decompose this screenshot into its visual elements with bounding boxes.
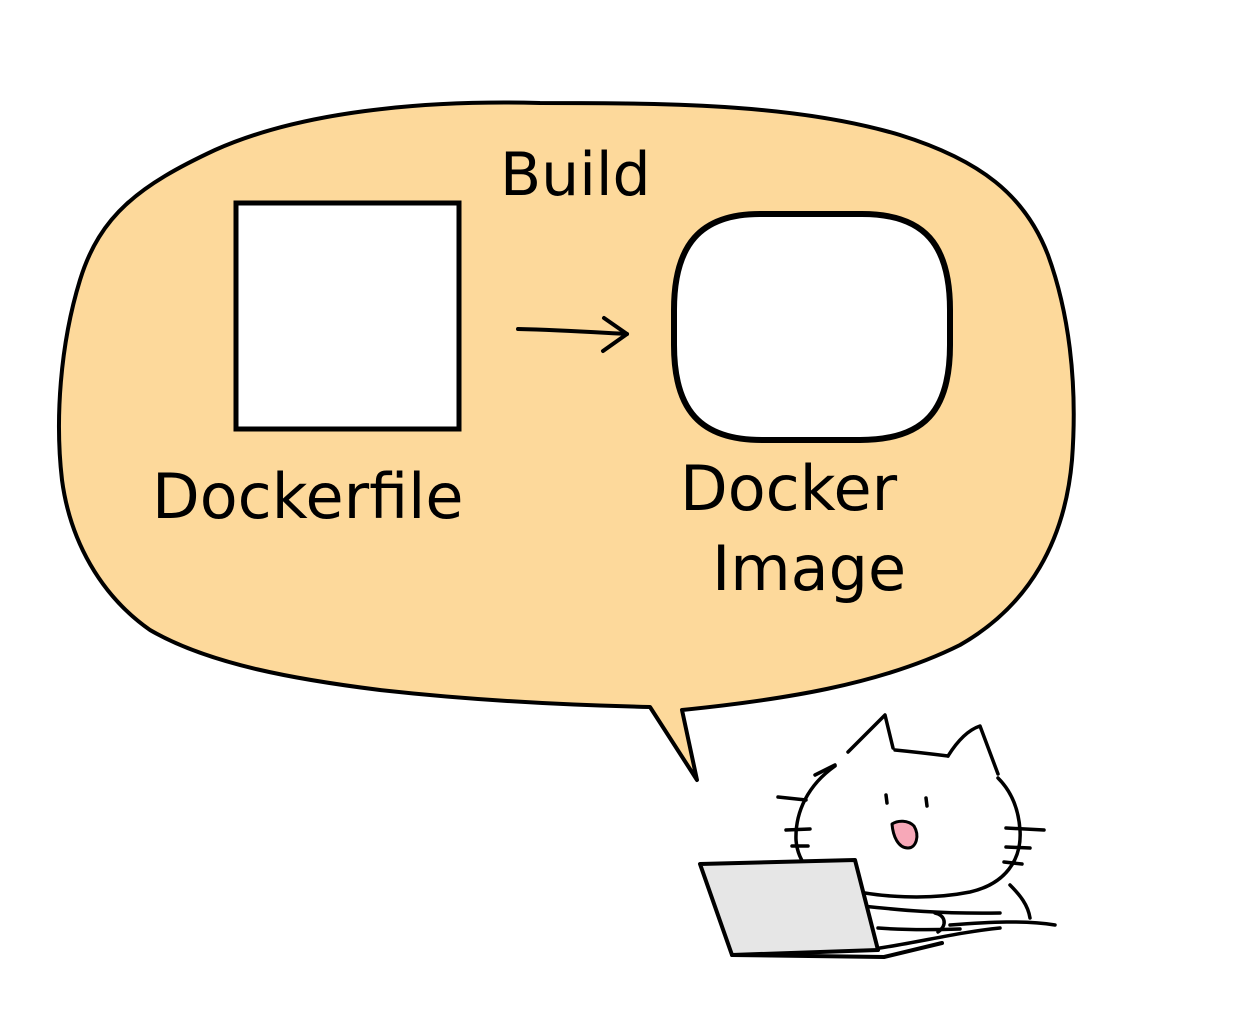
cat-left-eye — [884, 793, 889, 805]
cat-with-laptop-icon — [698, 713, 1057, 959]
cat-tongue — [890, 819, 919, 850]
cat-right-ear — [946, 724, 1000, 776]
laptop-base — [730, 941, 944, 959]
image-label: Image — [712, 532, 906, 605]
docker-image-box — [671, 211, 953, 443]
cat-left-ear — [846, 713, 895, 754]
dockerfile-box — [233, 200, 462, 432]
cat-right-eye — [924, 796, 929, 808]
laptop-screen — [698, 858, 880, 957]
arrow-right-icon — [516, 316, 629, 353]
dockerfile-label: Dockerfile — [152, 460, 464, 533]
docker-label: Docker — [680, 452, 898, 525]
build-label: Build — [500, 140, 651, 210]
